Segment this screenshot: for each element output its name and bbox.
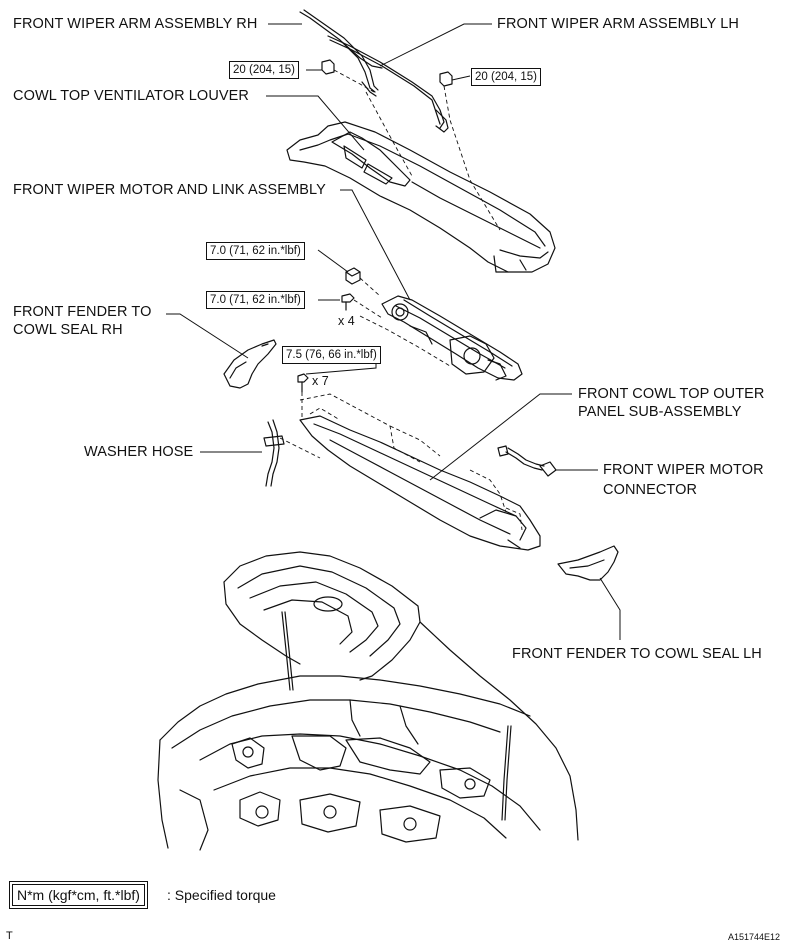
arm-nut-lh xyxy=(439,71,453,87)
wiper-arm-lh-drawing xyxy=(327,35,449,133)
legend-text: : Specified torque xyxy=(167,887,276,903)
label-fender-seal-rh-line1: FRONT FENDER TO xyxy=(13,304,152,320)
qty-motor-bolts: x 4 xyxy=(338,314,355,328)
torque-arm-rh: 20 (204, 15) xyxy=(229,61,300,79)
wiper-arm-rh-drawing xyxy=(299,9,379,97)
label-wiper-arm-rh: FRONT WIPER ARM ASSEMBLY RH xyxy=(13,16,258,32)
label-washer-hose: WASHER HOSE xyxy=(84,444,194,460)
label-cowl-outer-line1: FRONT COWL TOP OUTER xyxy=(578,386,765,402)
washer-hose-drawing xyxy=(263,419,285,487)
legend-torque-unit: N*m (kgf*cm, ft.*lbf) xyxy=(12,884,145,906)
arm-nut-rh xyxy=(321,59,335,75)
label-motor-connector-line1: FRONT WIPER MOTOR xyxy=(603,462,764,478)
torque-motor-nut: 7.0 (71, 62 in.*lbf) xyxy=(206,242,305,260)
label-cowl-louver: COWL TOP VENTILATOR LOUVER xyxy=(13,88,250,104)
label-motor-connector-line2: CONNECTOR xyxy=(603,482,698,498)
qty-cowl-bolts: x 7 xyxy=(312,374,329,388)
footer-left-code: T xyxy=(6,930,13,942)
label-motor-link: FRONT WIPER MOTOR AND LINK ASSEMBLY xyxy=(13,182,326,198)
torque-motor-bolt: 7.0 (71, 62 in.*lbf) xyxy=(206,291,305,309)
figure-id: A151744E12 xyxy=(728,932,781,942)
fender-seal-rh-drawing xyxy=(223,339,277,389)
motor-bolt xyxy=(341,293,355,311)
motor-nut xyxy=(345,267,361,285)
leader-lines xyxy=(166,23,621,640)
cowl-outer-panel-drawing xyxy=(299,415,541,551)
motor-connector-drawing xyxy=(497,445,557,477)
label-fender-seal-lh: FRONT FENDER TO COWL SEAL LH xyxy=(512,646,762,662)
label-wiper-arm-lh: FRONT WIPER ARM ASSEMBLY LH xyxy=(497,16,740,32)
torque-cowl-bolt: 7.5 (76, 66 in.*lbf) xyxy=(282,346,381,364)
cowl-louver-drawing xyxy=(286,121,556,273)
label-fender-seal-rh-line2: COWL SEAL RH xyxy=(13,322,123,338)
torque-arm-lh: 20 (204, 15) xyxy=(471,68,542,86)
vehicle-engine-bay-drawing xyxy=(157,551,579,851)
label-cowl-outer-line2: PANEL SUB-ASSEMBLY xyxy=(578,404,742,420)
fender-seal-lh-drawing xyxy=(557,545,619,581)
dashed-guides xyxy=(279,69,523,531)
cowl-bolt xyxy=(297,373,309,393)
wiper-motor-link-drawing xyxy=(381,295,523,381)
